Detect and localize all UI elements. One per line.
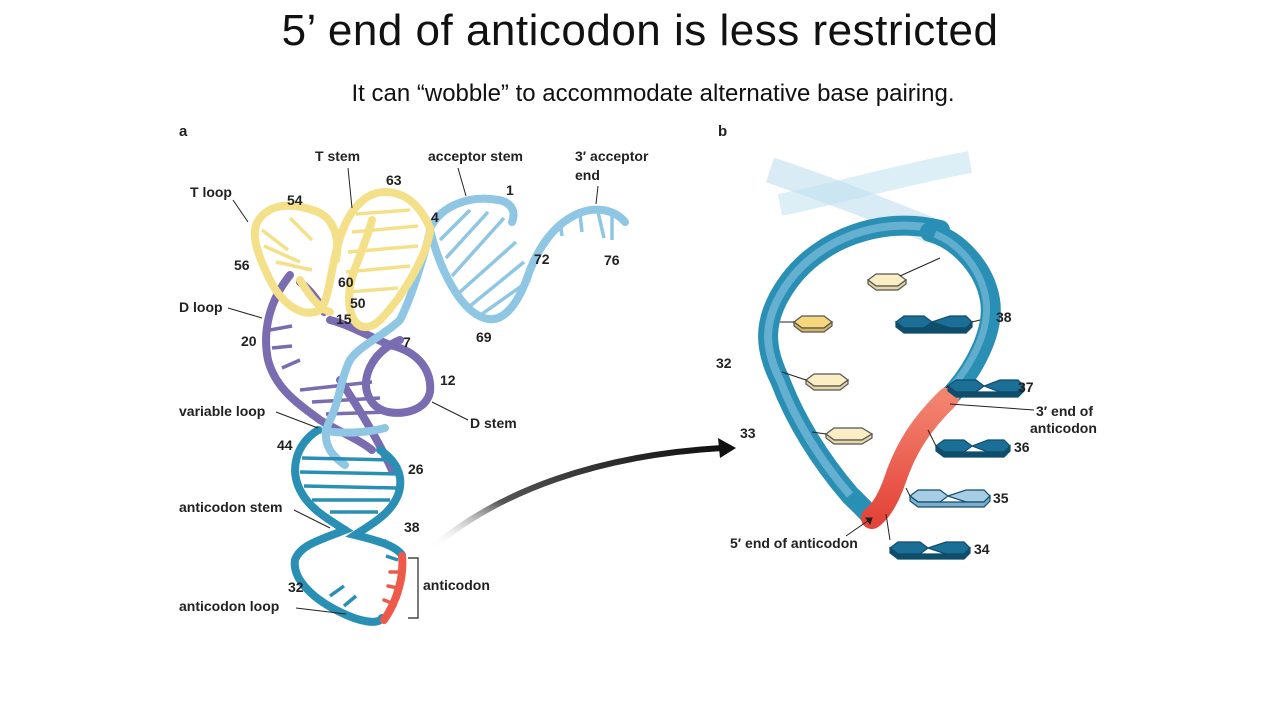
base-38 xyxy=(895,315,973,334)
purine-bases xyxy=(889,315,1025,560)
label-3prime-line2: anticodon xyxy=(1030,420,1097,436)
panel-b-label: b xyxy=(718,123,727,140)
label-acceptor-end-line2: end xyxy=(575,167,600,183)
label-t-stem: T stem xyxy=(315,148,360,164)
acceptor-rungs xyxy=(438,208,614,316)
t-arm-rungs xyxy=(260,208,419,294)
num-56: 56 xyxy=(234,257,250,273)
t-arm xyxy=(250,187,434,331)
label-acceptor-stem: acceptor stem xyxy=(428,148,523,164)
anticodon-segment xyxy=(380,552,407,624)
five-prime-pointer xyxy=(845,517,873,537)
panel-a-label: a xyxy=(179,123,188,140)
anticodon-bracket xyxy=(408,557,419,619)
base-34 xyxy=(889,541,971,560)
num-69: 69 xyxy=(476,329,492,345)
b-num-38: 38 xyxy=(996,309,1012,325)
base-37 xyxy=(947,379,1025,398)
num-26: 26 xyxy=(408,461,424,477)
label-anticodon: anticodon xyxy=(423,577,490,593)
slide-subtitle: It can “wobble” to accommodate alternati… xyxy=(351,80,955,107)
label-anticodon-loop: anticodon loop xyxy=(179,598,279,614)
anticodon-arm-rungs xyxy=(299,456,399,608)
num-63: 63 xyxy=(386,172,402,188)
b-num-32: 32 xyxy=(716,355,732,371)
panel-a-leaders xyxy=(227,167,599,615)
num-1: 1 xyxy=(506,182,514,198)
num-76: 76 xyxy=(604,252,620,268)
base-yellow xyxy=(793,315,833,333)
num-72: 72 xyxy=(534,251,550,267)
base-35 xyxy=(909,489,991,508)
base-36 xyxy=(935,439,1011,458)
base-connectors xyxy=(780,257,1035,541)
label-5prime: 5′ end of anticodon xyxy=(730,535,858,551)
num-44: 44 xyxy=(277,437,293,453)
num-20: 20 xyxy=(241,333,257,349)
d-arm-rungs xyxy=(269,324,389,416)
acceptor-arm xyxy=(316,194,629,469)
num-54: 54 xyxy=(287,192,303,208)
anticodon-loop-ribbon xyxy=(758,151,1001,529)
num-38: 38 xyxy=(404,519,420,535)
num-32: 32 xyxy=(288,579,304,595)
label-d-loop: D loop xyxy=(179,299,223,315)
slide-title: 5’ end of anticodon is less restricted xyxy=(281,6,999,55)
base-lower xyxy=(825,427,874,445)
num-15: 15 xyxy=(336,311,352,327)
b-num-36: 36 xyxy=(1014,439,1030,455)
label-acceptor-end-line1: 3′ acceptor xyxy=(575,148,649,164)
b-num-35: 35 xyxy=(993,490,1009,506)
base-top xyxy=(867,273,907,291)
connector-arrow xyxy=(429,438,736,551)
base-middle xyxy=(805,373,849,391)
label-anticodon-stem: anticodon stem xyxy=(179,499,282,515)
label-variable-loop: variable loop xyxy=(179,403,265,419)
label-3prime-line1: 3′ end of xyxy=(1036,403,1093,419)
num-60: 60 xyxy=(338,274,354,290)
num-4: 4 xyxy=(431,209,439,225)
b-num-37: 37 xyxy=(1018,379,1034,395)
label-t-loop: T loop xyxy=(190,184,232,200)
b-num-33: 33 xyxy=(740,425,756,441)
loop-bases xyxy=(793,273,907,445)
num-7: 7 xyxy=(403,334,411,350)
num-12: 12 xyxy=(440,372,456,388)
b-num-34: 34 xyxy=(974,541,990,557)
label-d-stem: D stem xyxy=(470,415,517,431)
num-50: 50 xyxy=(350,295,366,311)
